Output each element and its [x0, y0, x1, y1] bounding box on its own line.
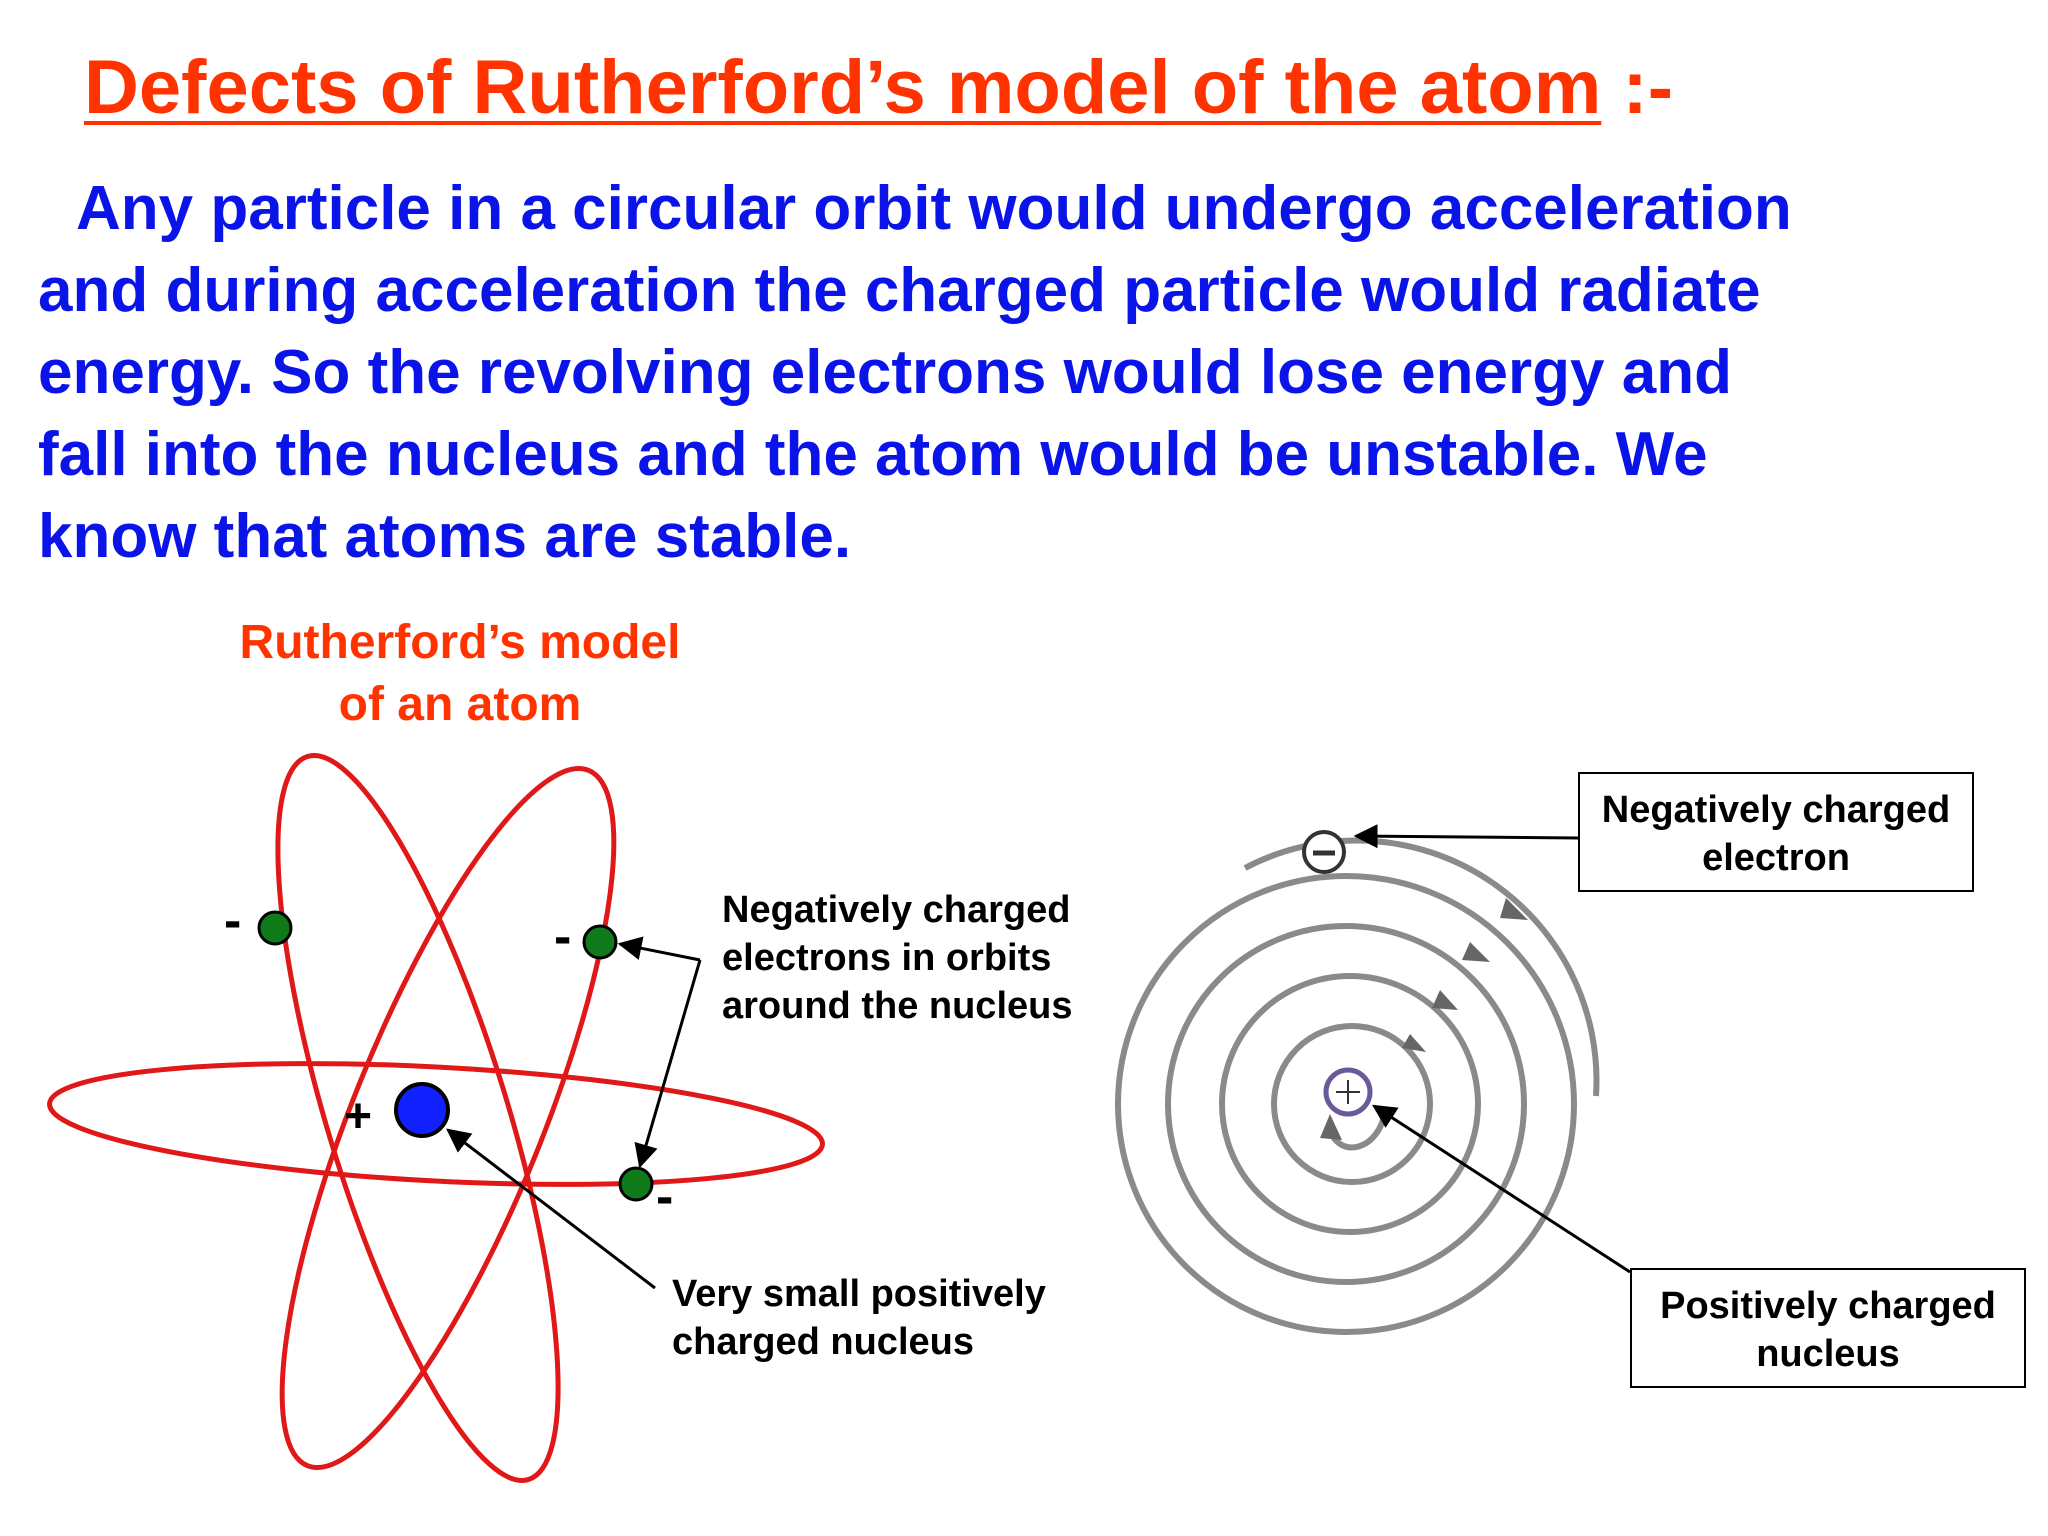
electron-sign-upper-left: -: [224, 892, 241, 950]
spiral-turn-4: [1271, 1023, 1433, 1185]
small-nucleus-label: Very small positively charged nucleus: [672, 1273, 1046, 1363]
spiral-direction-arrows: [1320, 898, 1528, 1140]
electron-lower-right: [618, 1166, 654, 1202]
positive-nucleus-label-box: Positively charged nucleus: [1630, 1268, 2026, 1388]
spiral-arrow-4: [1402, 1034, 1426, 1052]
spiral-arrow-3: [1432, 990, 1458, 1010]
electron-pointer-arrows: [617, 936, 702, 1169]
slide-title-suffix: :-: [1601, 45, 1674, 130]
electron-pointer-stem-2: [634, 959, 702, 1169]
spiral-turn-3: [1219, 973, 1481, 1235]
nucleus-pointer-arrow: [446, 1128, 656, 1290]
spiral-turn-2: [1165, 923, 1527, 1285]
spiral-arrow-5: [1320, 1114, 1342, 1140]
electron-label-arrow: [1353, 824, 1579, 849]
slide-title: Defects of Rutherford’s model of the ato…: [84, 42, 1673, 133]
electron-sign-upper-right: -: [554, 908, 571, 966]
rutherford-model-caption: Rutherford’s model of an atom: [200, 612, 720, 736]
negative-electron-label-box: Negatively charged electron: [1578, 772, 1974, 892]
spiral-arrow-2: [1462, 942, 1490, 962]
explanation-paragraph: Any particle in a circular orbit would u…: [38, 174, 1792, 571]
caption-line-1: Rutherford’s model: [239, 616, 681, 669]
orbit-tilted-left: [275, 753, 561, 1483]
spiral-electron: [1302, 830, 1346, 874]
slide-title-text: Defects of Rutherford’s model of the ato…: [84, 45, 1602, 130]
electron-upper-left: [257, 910, 293, 946]
nucleus-positive: [394, 1082, 450, 1138]
nucleus-plus-sign: +: [344, 1090, 372, 1143]
spiral-arrow-1: [1500, 898, 1528, 920]
nucleus-label-arrow: [1371, 1104, 1631, 1274]
electron-sign-lower-right: -: [656, 1168, 673, 1226]
spiral-nucleus: [1323, 1067, 1373, 1117]
electrons-in-orbits-label: Negatively charged electrons in orbits a…: [722, 889, 1073, 1027]
caption-line-2: of an atom: [338, 678, 582, 731]
spiral-inner-curl: [1327, 1109, 1388, 1151]
electron-upper-right: [582, 924, 618, 960]
orbit-tilted-right: [279, 765, 617, 1471]
orbits: [47, 753, 825, 1483]
rutherford-atom-figure: + - - -: [47, 753, 825, 1483]
orbit-horizontal: [47, 1061, 825, 1187]
spiral-turn-1: [1115, 873, 1577, 1335]
electron-pointer-stem: [617, 936, 701, 962]
